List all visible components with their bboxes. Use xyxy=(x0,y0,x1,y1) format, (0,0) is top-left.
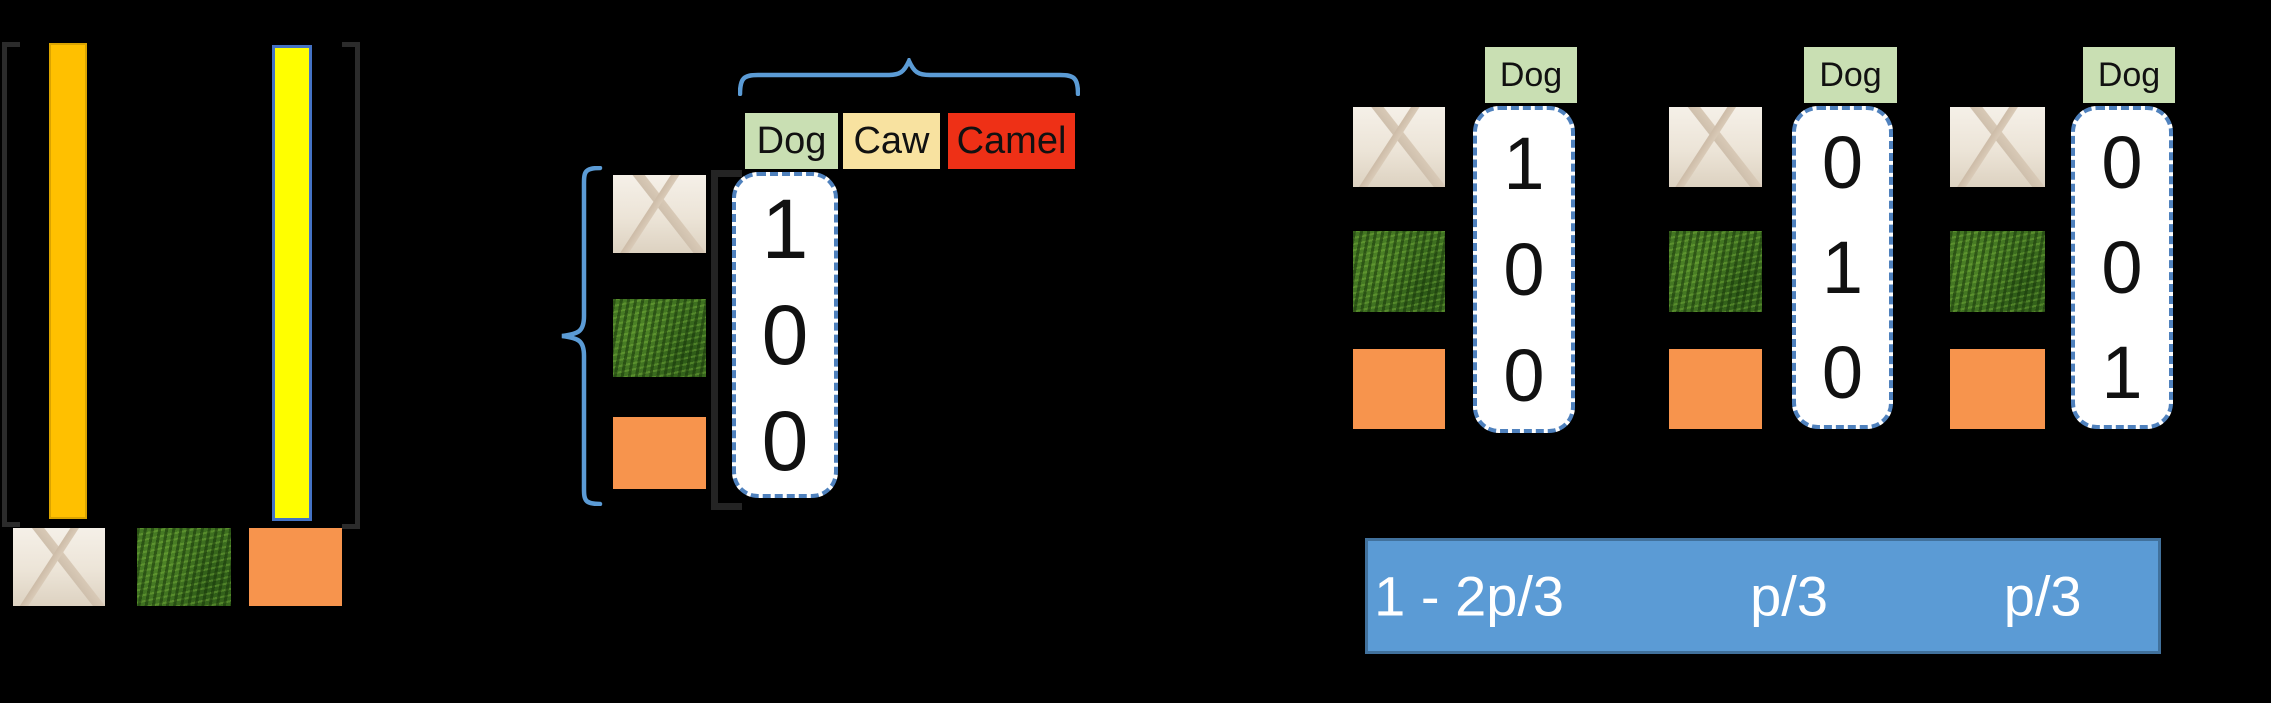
probability-label-right: p/3 xyxy=(2003,564,2082,628)
onehot-value: 1 xyxy=(761,181,809,276)
group1-value: 0 xyxy=(1503,334,1545,418)
group1-dog-tag: Dog xyxy=(1485,47,1577,103)
group2-value: 0 xyxy=(1821,121,1864,204)
class-tag-camel-label: Camel xyxy=(956,119,1067,162)
class-tag-dog-label: Dog xyxy=(756,119,827,162)
group3-value: 0 xyxy=(2101,121,2143,204)
image-swatch-marble xyxy=(1669,107,1762,187)
overbrace-classes xyxy=(738,58,1080,96)
probability-bar: 1 - 2p/3 p/3 p/3 xyxy=(1365,538,2161,654)
image-swatch-grass xyxy=(1950,231,2045,312)
image-swatch-grass xyxy=(1669,231,1762,312)
image-swatch-marble xyxy=(1353,107,1445,187)
group2-dog-tag: Dog xyxy=(1804,47,1897,103)
onehot-value: 0 xyxy=(761,393,809,488)
group2-vector: 0 1 0 xyxy=(1792,106,1893,429)
group2-value: 1 xyxy=(1821,226,1864,309)
class-tag-caw: Caw xyxy=(843,113,940,169)
image-swatch-orange xyxy=(613,417,706,489)
class-tag-caw-label: Caw xyxy=(853,119,930,162)
image-swatch-orange xyxy=(1353,349,1445,429)
group3-value: 0 xyxy=(2101,226,2143,309)
onehot-value: 0 xyxy=(761,287,809,382)
probability-label-mid: p/3 xyxy=(1750,564,1828,628)
onehot-vector: 1 0 0 xyxy=(732,172,838,498)
image-swatch-grass xyxy=(137,528,231,606)
image-swatch-grass xyxy=(613,299,706,377)
left-panel-close-bracket xyxy=(342,42,360,529)
gold-vertical-bar xyxy=(49,43,87,519)
image-swatch-orange xyxy=(1669,349,1762,429)
group3-dog-label: Dog xyxy=(2097,55,2161,94)
group2-dog-label: Dog xyxy=(1819,55,1882,94)
group3-dog-tag: Dog xyxy=(2083,47,2175,103)
class-tag-camel: Camel xyxy=(948,113,1075,169)
group3-vector: 0 0 1 xyxy=(2071,106,2173,429)
left-panel-open-bracket xyxy=(2,42,20,527)
image-swatch-marble xyxy=(613,175,706,253)
image-swatch-marble xyxy=(13,528,105,606)
class-tag-dog: Dog xyxy=(745,113,838,169)
group1-dog-label: Dog xyxy=(1499,55,1563,94)
group3-value: 1 xyxy=(2101,331,2143,414)
left-curly-brace-images xyxy=(561,166,603,506)
group1-value: 1 xyxy=(1503,121,1545,205)
group1-value: 0 xyxy=(1503,227,1545,311)
probability-label-main: 1 - 2p/3 xyxy=(1374,564,1565,628)
group2-value: 0 xyxy=(1821,331,1864,414)
image-swatch-marble xyxy=(1950,107,2045,187)
yellow-vertical-bar xyxy=(272,45,312,521)
image-swatch-grass xyxy=(1353,231,1445,312)
group1-vector: 1 0 0 xyxy=(1473,106,1575,433)
image-swatch-orange xyxy=(249,528,342,606)
vector-open-bracket xyxy=(711,170,742,510)
image-swatch-orange xyxy=(1950,349,2045,429)
